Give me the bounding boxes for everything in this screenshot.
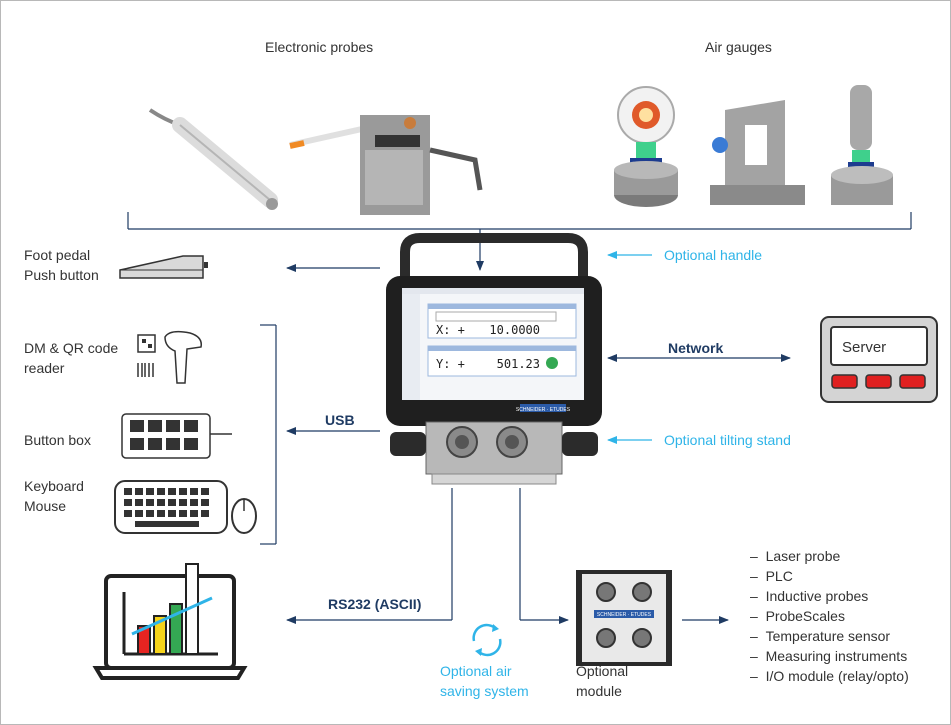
module-list-item: – PLC xyxy=(750,568,793,584)
network-label: Network xyxy=(668,340,724,356)
screen-y-label: Y: + xyxy=(436,357,465,371)
module-list-item: – ProbeScales xyxy=(750,608,845,624)
optional-module-label-2: module xyxy=(576,683,622,699)
button-box-image xyxy=(121,413,232,459)
module-brand-label: SCHNEIDER · ETUDES xyxy=(597,612,652,618)
screen-y-value: 501.23 xyxy=(497,357,540,371)
air-ring-gauge-image xyxy=(614,86,678,207)
optional-handle-label: Optional handle xyxy=(664,247,763,263)
usb-label: USB xyxy=(325,412,355,428)
barcode-scanner-image xyxy=(137,330,203,384)
foot-pedal-label: Foot pedal xyxy=(24,247,91,263)
module-list-item: – Measuring instruments xyxy=(750,648,908,664)
rs232-label: RS232 (ASCII) xyxy=(328,596,422,612)
stylus-probe-image xyxy=(148,108,278,210)
button-box-label: Button box xyxy=(24,432,91,448)
screen-x-label: X: + xyxy=(436,323,465,337)
central-device-image: X: + 10.0000 Y: + 501.23 SCHNEIDER · ETU… xyxy=(386,233,602,485)
server-label: Server xyxy=(842,339,887,356)
optional-tilting-stand-label: Optional tilting stand xyxy=(664,432,791,448)
device-brand-label: SCHNEIDER · ETUDES xyxy=(516,407,571,413)
optional-air-label-2: saving system xyxy=(440,683,529,699)
push-button-label: Push button xyxy=(24,267,99,283)
air-saving-cycle-icon xyxy=(472,623,502,657)
keyboard-mouse-image xyxy=(114,480,257,534)
air-plug-gauge-image xyxy=(831,85,893,205)
module-list: – Laser probe – PLC – Inductive probes –… xyxy=(750,546,909,686)
module-list-item: – I/O module (relay/opto) xyxy=(750,668,909,684)
keyboard-label: Keyboard xyxy=(24,478,84,494)
heading-air-gauges: Air gauges xyxy=(705,39,772,55)
laptop-chart-icon xyxy=(92,563,248,680)
module-list-item: – Inductive probes xyxy=(750,588,869,604)
module-list-item: – Temperature sensor xyxy=(750,628,891,644)
optional-module-image: SCHNEIDER · ETUDES xyxy=(576,570,672,666)
module-list-item: – Laser probe xyxy=(750,548,841,564)
mouse-label: Mouse xyxy=(24,498,67,514)
heading-electronic-probes: Electronic probes xyxy=(265,39,374,55)
foot-pedal-image xyxy=(119,255,208,279)
optional-air-label-1: Optional air xyxy=(440,663,512,679)
server-device-image xyxy=(820,316,938,403)
screen-x-value: 10.0000 xyxy=(489,323,540,337)
code-reader-label-1: DM & QR code xyxy=(24,340,119,356)
code-reader-label-2: reader xyxy=(24,360,65,376)
probe-stand-image xyxy=(289,115,483,215)
optional-module-label-1: Optional xyxy=(576,663,629,679)
air-snap-gauge-image xyxy=(710,100,805,205)
